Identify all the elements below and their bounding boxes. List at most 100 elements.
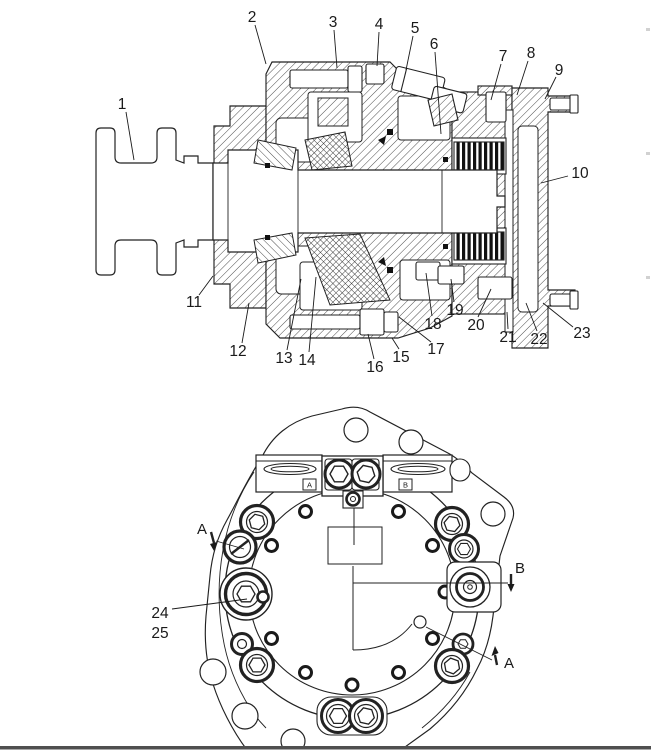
callout-label-19: 19: [446, 302, 463, 319]
callout-label-8: 8: [527, 45, 536, 62]
callout-label-16: 16: [366, 359, 383, 376]
callout-label-11: 11: [186, 294, 202, 311]
port-a-plug: [323, 458, 355, 490]
cover-bolt-bottom: [549, 293, 573, 307]
section-arrow-b-right: [507, 574, 515, 592]
manifold-right-tab: [449, 458, 471, 482]
callout-label-9: 9: [555, 62, 564, 79]
section-letter-a-left: A: [197, 521, 207, 538]
cover-bolt-bottom-head: [569, 290, 579, 310]
callout-label-18: 18: [424, 316, 441, 333]
socket-bolt: [238, 503, 276, 541]
gauge-port-24: [219, 567, 273, 621]
callout-leader-2: [254, 24, 267, 65]
callout-label-24: 24: [151, 605, 169, 622]
drive-shaft: [95, 127, 506, 276]
port-a-label-box: [302, 478, 317, 491]
callout-label-14: 14: [298, 352, 316, 369]
valve-manifold: A B: [255, 454, 471, 509]
check-valve: [485, 91, 507, 123]
socket-bolt: [238, 646, 276, 684]
callout-leader-10: [540, 175, 569, 184]
upper-bearing: [253, 139, 297, 171]
callout-label-20: 20: [467, 317, 485, 334]
callout-leader-6: [434, 51, 442, 135]
callout-leader-3: [333, 29, 338, 69]
section-letter-b-right: B: [515, 560, 525, 577]
callout-leader-14: [308, 276, 317, 353]
callout-label-5: 5: [411, 20, 420, 37]
callout-label-23: 23: [573, 325, 590, 342]
port-b-label-box: [398, 478, 413, 491]
callout-leader-8: [516, 60, 529, 96]
section-arrow-a-bottom: [491, 646, 499, 666]
callout-leader-12: [241, 302, 250, 344]
callout-label-15: 15: [392, 349, 409, 366]
callout-label-7: 7: [499, 48, 508, 65]
bolt-hole-ring: [264, 504, 453, 693]
callout-leader-13: [286, 278, 302, 351]
lower-bearing: [253, 232, 297, 264]
port-b-boss: [446, 561, 502, 613]
callout-leader-17: [398, 316, 432, 343]
callout-label-3: 3: [329, 14, 338, 31]
callout-label-17: 17: [427, 341, 444, 358]
section-lines: [327, 508, 508, 661]
cover-bolt-top-head: [569, 94, 579, 114]
pilot-plug: [437, 265, 465, 285]
callout-leader-9: [544, 76, 557, 100]
valve-stem: [427, 93, 459, 127]
callout-leader-18: [425, 272, 433, 317]
callout-label-12: 12: [229, 343, 246, 360]
page-edge-line: [0, 746, 651, 750]
left-hardware: [219, 503, 276, 684]
section-letter-a-bottom: A: [504, 655, 514, 672]
drain-plug: [477, 276, 513, 300]
disc-pack: [451, 137, 507, 265]
gear-sections: [304, 131, 391, 306]
callout-leader-21: [506, 311, 509, 330]
callout-leader-19: [450, 278, 455, 303]
callout-leader-20: [477, 288, 492, 318]
callout-label-22: 22: [530, 331, 547, 348]
callout-leader-11: [198, 275, 214, 296]
section-pin: [413, 615, 427, 629]
bearings: [253, 139, 297, 264]
callout-label-4: 4: [375, 16, 384, 33]
center-key-box: [327, 526, 383, 565]
callout-leader-16: [367, 333, 375, 360]
callout-label-13: 13: [275, 350, 292, 367]
shaft-coupling: [95, 127, 214, 276]
cover-bolt-top: [549, 97, 573, 111]
section-arrow-a-left: [209, 531, 245, 551]
callout-leader-15: [391, 337, 400, 350]
bottom-bolt: [289, 314, 361, 330]
callout-leader-1: [125, 111, 135, 161]
callout-label-10: 10: [571, 165, 589, 182]
callout-leader-24: [171, 598, 248, 610]
socket-bolt: [433, 505, 471, 543]
small-plug-left: [230, 632, 254, 656]
top-bolt: [289, 69, 349, 89]
callout-leader-7: [490, 63, 502, 101]
socket-bolt: [433, 647, 471, 685]
port-a-label: A: [307, 481, 312, 490]
callout-label-2: 2: [248, 9, 257, 26]
callout-leader-5: [405, 35, 414, 71]
callout-leader-4: [376, 31, 380, 67]
top-bolt-washer: [347, 65, 363, 93]
callout-leader-22: [525, 302, 538, 332]
port-b-plug: [350, 458, 382, 490]
slotted-plug: [222, 529, 258, 565]
section-arrows: A B A: [197, 521, 525, 672]
callout-label-21: 21: [499, 329, 516, 346]
callout-leader-23: [542, 302, 574, 328]
center-small-plug: [342, 490, 364, 509]
callout-label-1: 1: [118, 96, 127, 113]
round-plug: [448, 533, 480, 565]
bottom-bolt-washer: [383, 311, 399, 333]
section-view: [95, 61, 579, 349]
